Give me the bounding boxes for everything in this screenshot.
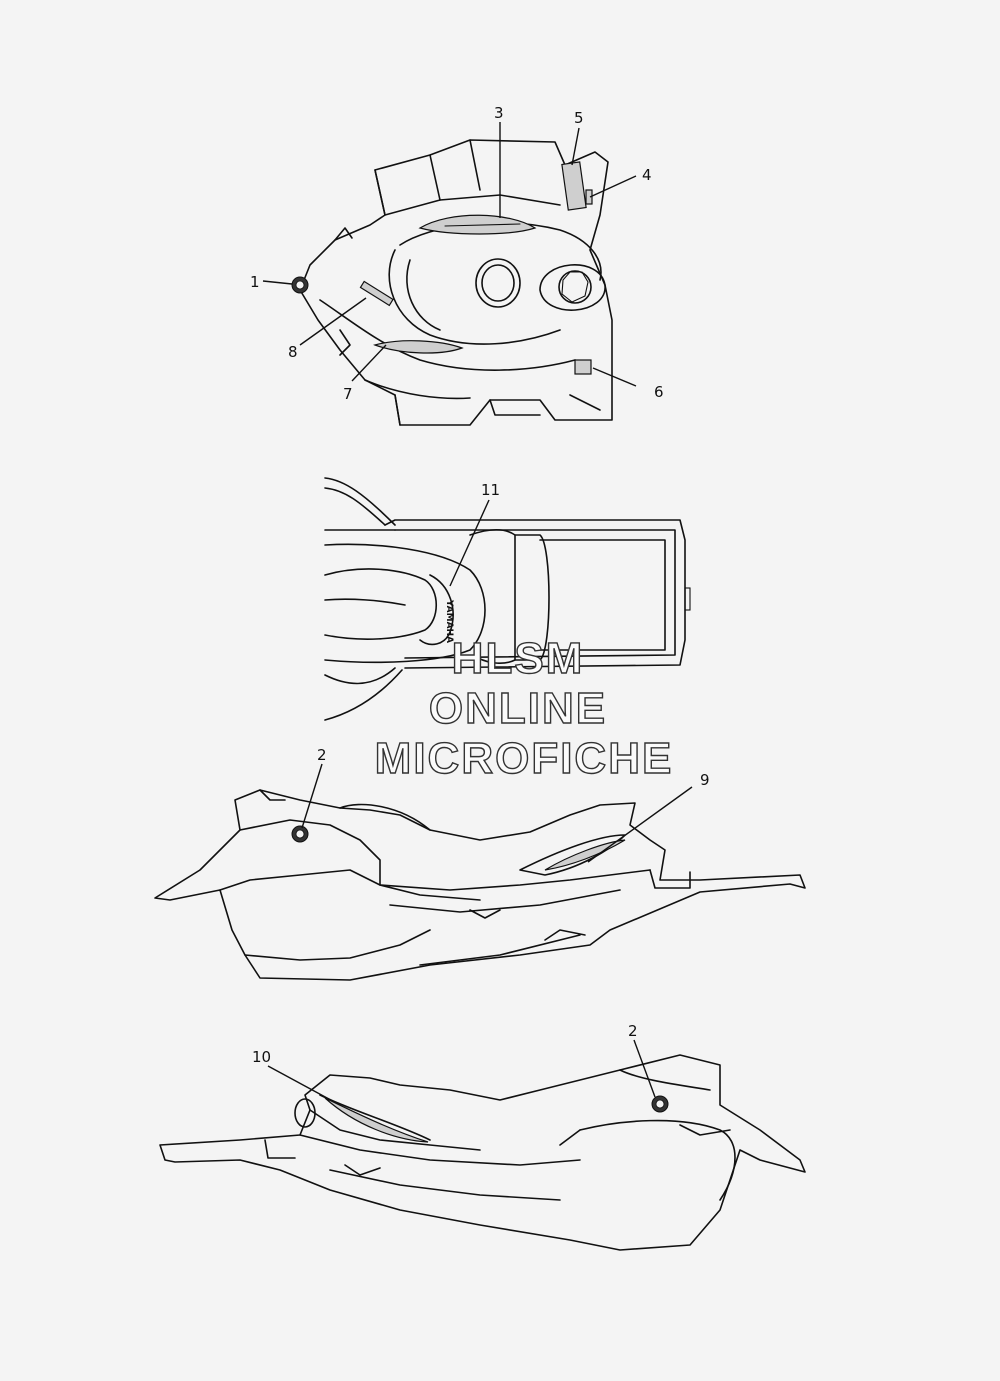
watermark-line-3: MICROFICHE — [375, 734, 674, 783]
callout-11: 11 — [481, 481, 500, 499]
watermark: HLSM ONLINE MICROFICHE — [374, 633, 674, 783]
leader-lines — [262, 122, 693, 1106]
yamaha-decal-text: YAMAHA — [444, 599, 454, 643]
callout-2-left-view: 2 — [628, 1022, 638, 1040]
watermark-line-2: ONLINE — [429, 684, 607, 733]
callout-9: 9 — [700, 771, 710, 789]
callout-4: 4 — [642, 166, 652, 184]
callout-3: 3 — [494, 104, 504, 122]
callout-6: 6 — [654, 383, 664, 401]
right-side-view — [154, 789, 806, 981]
left-side-view — [159, 1054, 806, 1251]
top-view: YAMAHA — [324, 477, 691, 721]
callout-10: 10 — [252, 1048, 271, 1066]
callout-8: 8 — [288, 343, 298, 361]
watermark-line-1: HLSM — [452, 634, 585, 683]
callout-2-right-view: 2 — [317, 746, 327, 764]
callout-7: 7 — [343, 385, 353, 403]
callout-labels: 1 3 5 4 6 7 8 11 2 9 10 2 — [250, 104, 710, 1066]
front-view — [291, 139, 613, 426]
callout-1: 1 — [250, 273, 260, 291]
callout-5: 5 — [574, 109, 584, 127]
